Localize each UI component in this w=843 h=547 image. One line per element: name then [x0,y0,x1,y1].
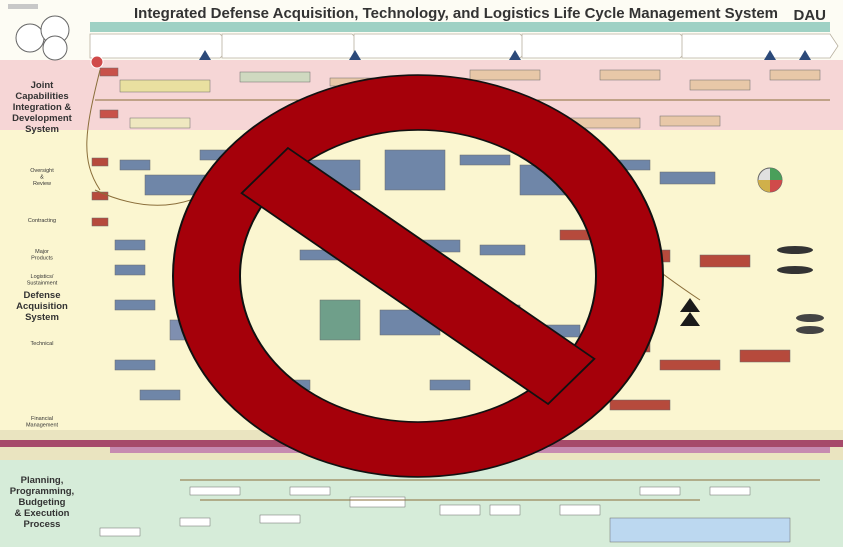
process-box [319,299,361,341]
prohibition-slash [240,146,596,406]
row-label-ppbe: Planning,Programming,Budgeting& Executio… [10,475,74,530]
process-box [239,71,311,83]
process-box [114,299,156,311]
process-box [91,191,109,201]
warning-triangles-icon [680,298,700,326]
process-box [99,67,119,77]
process-box [769,69,821,81]
process-box [609,399,671,411]
process-box [689,79,751,91]
process-box [289,486,331,496]
process-box [99,109,119,119]
process-box [91,217,109,227]
process-box [699,254,751,268]
process-box [639,486,681,496]
sub-row-label: Oversight&Review [30,168,54,187]
sub-row-label: Logistics/Sustainment [27,274,58,287]
process-box [739,349,791,363]
process-box [189,486,241,496]
process-box [114,359,156,371]
process-box [119,79,211,93]
process-box [129,117,191,129]
process-box [119,159,151,171]
process-box [349,496,406,508]
process-box [559,504,601,516]
process-box [459,154,511,166]
process-box [91,157,109,167]
process-box [599,69,661,81]
process-box [114,239,146,251]
process-box [99,527,141,537]
dau-logo: DAU [794,7,827,24]
process-box [139,389,181,401]
dau-seal-cluster [8,4,70,61]
process-box [469,69,541,81]
lifecycle-wheel-icon [757,167,783,193]
process-box [489,504,521,516]
poster-title: Integrated Defense Acquisition, Technolo… [134,5,778,22]
process-box [439,504,481,516]
phase-banner [90,22,830,32]
process-box [114,264,146,276]
process-box [659,115,721,127]
process-box [659,171,716,185]
process-box [609,517,791,543]
process-box [709,486,751,496]
process-box [179,517,211,527]
prohibition-ring [171,74,665,478]
sub-row-label: Contracting [28,218,56,224]
prohibition-sign-overlay [171,74,665,478]
process-box [659,359,721,371]
process-box [384,149,446,191]
process-box [259,514,301,524]
phase-header-arrows [89,33,839,59]
milestone-markers [90,50,811,69]
tank-silhouettes-icon [777,246,824,334]
process-box [479,244,526,256]
sub-row-label: Technical [31,341,54,347]
process-box [429,379,471,391]
